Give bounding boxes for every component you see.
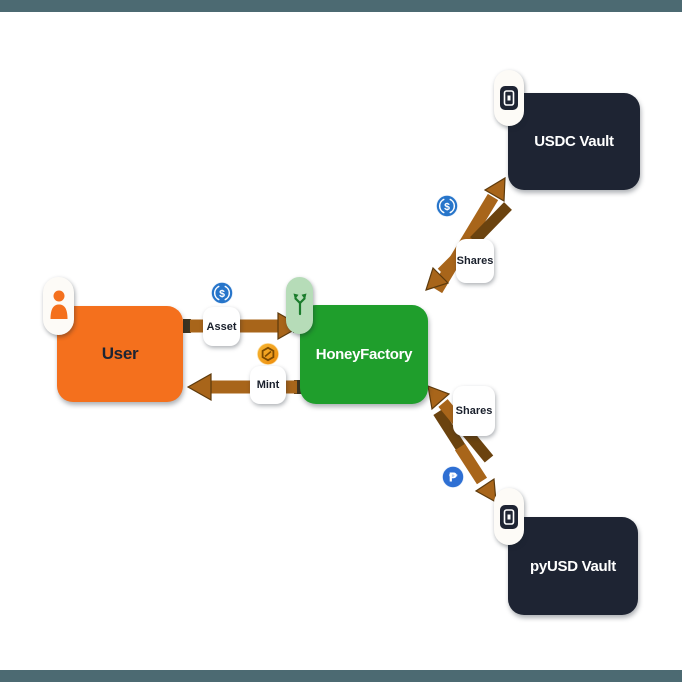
edge-label-shares-bottom-text: Shares: [455, 405, 493, 417]
vault-icon: [500, 504, 518, 529]
arrow-factory-to-pyusd-vault: [433, 409, 497, 504]
person-icon: [48, 287, 70, 326]
usdc-vault-badge: [494, 70, 524, 126]
usdc-coin-icon: $: [211, 282, 233, 304]
edge-label-mint: Mint: [250, 366, 286, 404]
node-user-label: User: [101, 344, 139, 363]
top-frame-bar: [0, 0, 682, 12]
split-arrows-icon: [291, 290, 309, 321]
svg-text:$: $: [444, 201, 450, 213]
honeyfactory-badge: [286, 277, 313, 334]
pyusd-coin-icon: ₱: [442, 466, 464, 488]
node-usdc-vault: USDC Vault: [508, 93, 640, 190]
node-user: User: [57, 306, 183, 402]
edge-label-asset: Asset: [203, 307, 240, 346]
usdc-coin-icon: $: [436, 195, 458, 217]
svg-text:$: $: [219, 288, 225, 300]
edge-label-asset-text: Asset: [206, 320, 237, 333]
user-badge: [43, 277, 74, 335]
node-pyusd-vault: pyUSD Vault: [508, 517, 638, 615]
edge-label-shares-top: Shares: [456, 239, 494, 283]
bottom-frame-bar: [0, 670, 682, 682]
honey-coin-icon: [257, 343, 279, 365]
node-honeyfactory-label: HoneyFactory: [315, 346, 413, 363]
pyusd-vault-badge: [494, 488, 524, 545]
node-pyusd-vault-label: pyUSD Vault: [530, 557, 616, 575]
arrow-user-to-factory: [183, 311, 303, 341]
node-usdc-vault-label: USDC Vault: [534, 133, 614, 150]
edge-label-shares-top-text: Shares: [456, 255, 494, 267]
edge-label-shares-bottom: Shares: [453, 386, 495, 436]
node-honeyfactory: HoneyFactory: [300, 305, 428, 404]
edge-label-mint-text: Mint: [256, 379, 280, 391]
vault-icon: [500, 86, 518, 110]
svg-text:₱: ₱: [449, 469, 458, 484]
